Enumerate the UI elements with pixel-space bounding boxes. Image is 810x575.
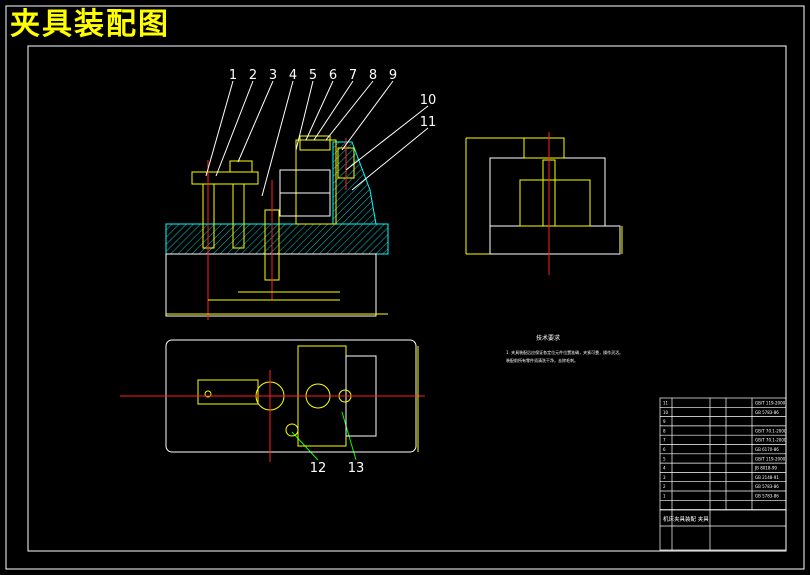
drawing-title: 夹具装配图: [10, 7, 170, 42]
side-base: [489, 225, 621, 255]
bom-cell: GB 5783-86: [755, 494, 779, 499]
base-lower-body: [165, 253, 377, 317]
callout-leader: [305, 80, 334, 141]
bom-cell: 1: [663, 494, 666, 499]
callout-leader: [237, 80, 274, 163]
callout-number: 11: [420, 115, 437, 130]
callout-number: 1: [229, 68, 237, 83]
callout-number: 2: [249, 68, 257, 83]
top-small-hole: [204, 390, 212, 398]
bom-cell: GB 5783-86: [755, 410, 779, 415]
support-bolt-head: [299, 135, 331, 151]
front-view: [165, 135, 389, 320]
callout-number: 12: [310, 461, 327, 476]
callout-number: 8: [369, 68, 377, 83]
angle-support: [332, 141, 377, 225]
callout-leader: [325, 80, 374, 141]
bom-cell: GB/T 119-2000: [755, 401, 786, 406]
side-body: [489, 157, 606, 227]
bom-cell: 3: [663, 475, 666, 480]
callout-number: 5: [309, 68, 317, 83]
bom-cell: GB 6170-86: [755, 447, 779, 452]
side-top-block: [523, 137, 565, 159]
bom-cell: GB/T 70.1-2000: [755, 438, 787, 443]
stud-right: [232, 183, 245, 249]
support-block: [295, 139, 337, 225]
bom-cell: 7: [663, 438, 666, 443]
base-plate-section: [165, 223, 389, 255]
tech-requirements: 技术要求 1. 夹具装配后应保证各定位元件位置准确，夹紧可靠，操作灵活。 装配前…: [506, 334, 623, 363]
clamp-bar: [191, 171, 259, 185]
callout-leader: [215, 80, 254, 177]
tech-req-line-1: 1. 夹具装配后应保证各定位元件位置准确，夹紧可靠，操作灵活。: [506, 349, 623, 355]
bom-cell: GB/T 70.1-2000: [755, 428, 787, 433]
top-pin: [285, 423, 299, 437]
inner-frame: [27, 45, 787, 552]
callout-number: 3: [269, 68, 277, 83]
callout-leader: [205, 80, 234, 177]
clamp-washer: [229, 160, 253, 173]
bom-cell: 2: [663, 484, 666, 489]
bom-cell: 9: [663, 419, 666, 424]
bom-cell: JB 8018-99: [754, 466, 777, 471]
top-clamp-arm: [197, 379, 259, 405]
callout-labels-bottom: 12 13: [291, 411, 365, 476]
title-block-drawing-name: 机床夹具装配 夹具: [663, 515, 709, 523]
bom-cell: 6: [663, 447, 666, 452]
bom-cell: GB/T 119-2000: [755, 456, 786, 461]
bom-cell: GB 5783-86: [755, 484, 779, 489]
callout-leader: [295, 80, 314, 151]
callout-leader: [261, 80, 294, 197]
top-view: [120, 339, 425, 462]
bom-cell: 10: [663, 410, 669, 415]
bom-cell: GB 2148-91: [755, 475, 779, 480]
callout-leader: [313, 80, 354, 141]
tech-req-heading: 技术要求: [536, 334, 560, 342]
bom-cell: 4: [663, 466, 666, 471]
callout-leader: [345, 105, 429, 171]
tech-req-line-2: 装配前所有零件须清洗干净，去除毛刺。: [506, 357, 578, 363]
callout-number: 9: [389, 68, 397, 83]
callout-number: 4: [289, 68, 297, 83]
callout-leader: [351, 127, 429, 191]
callout-number: 10: [420, 93, 437, 108]
callout-number: 6: [329, 68, 337, 83]
bom-cell: 8: [663, 428, 666, 433]
callout-number: 13: [348, 461, 365, 476]
side-view: [465, 132, 623, 275]
title-block-frame: [659, 397, 787, 551]
callout-leader: [341, 80, 394, 151]
drawing-border: [5, 5, 805, 570]
callout-number: 7: [349, 68, 357, 83]
bom-cell: 11: [663, 401, 669, 406]
bom-cell: 5: [663, 456, 666, 461]
